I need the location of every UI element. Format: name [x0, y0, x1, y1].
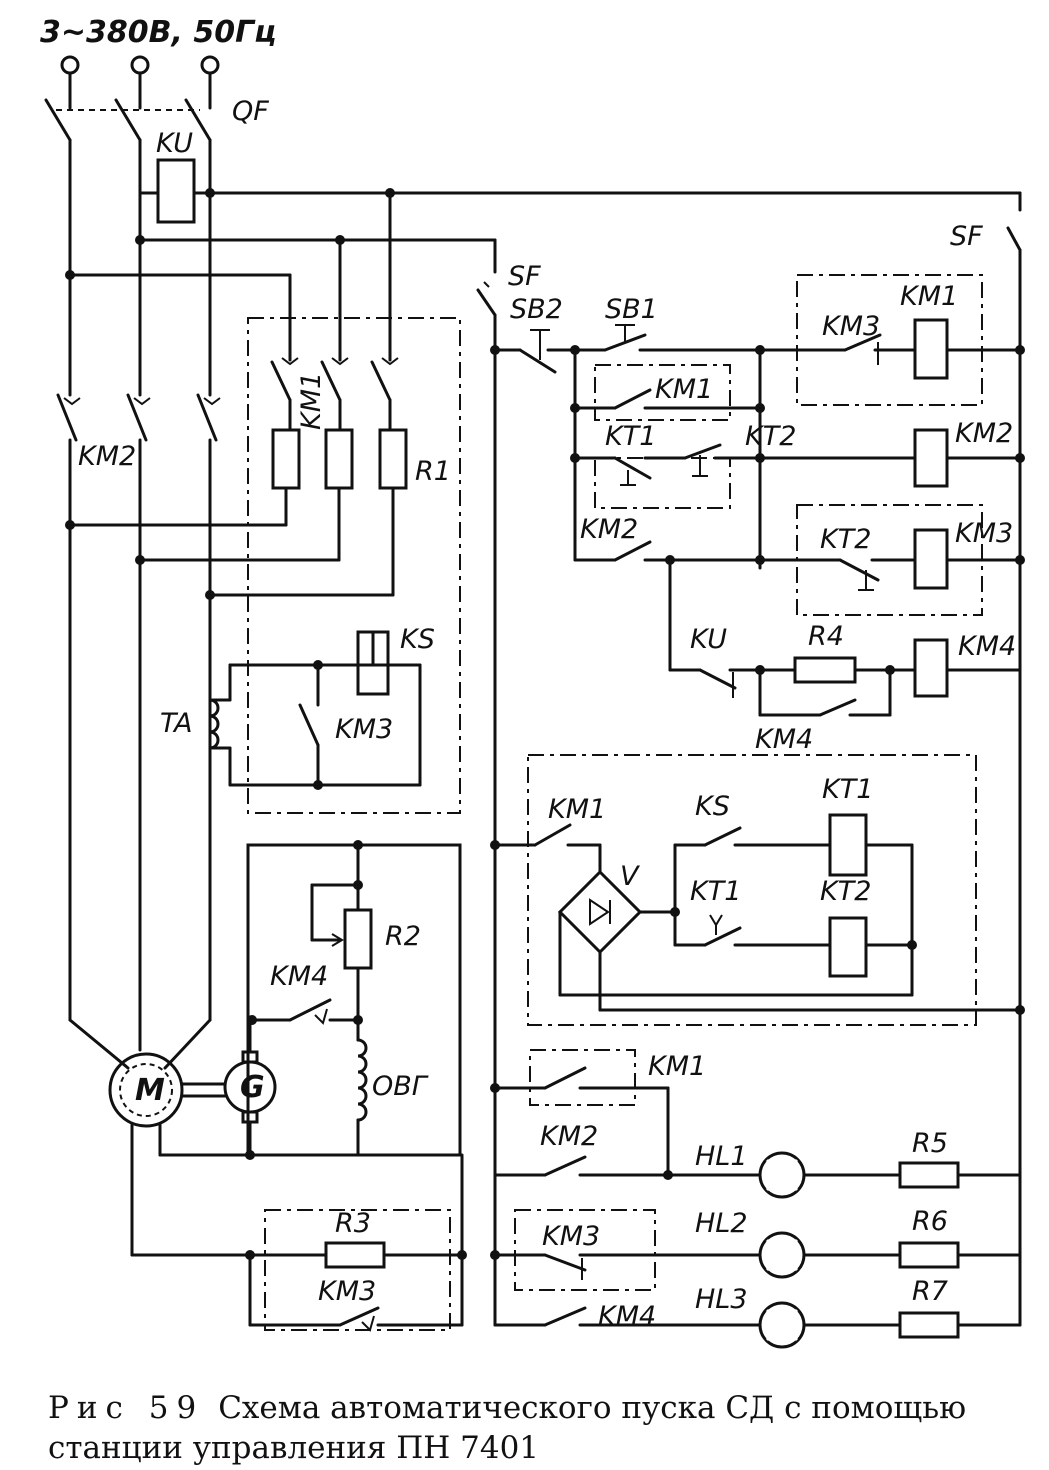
label-QF: QF	[232, 96, 269, 127]
label-KM3-ks: KM3	[335, 714, 393, 745]
exciter-field-box	[246, 843, 462, 1157]
lamp-HL3	[758, 1301, 1022, 1349]
label-SF-mid: SF	[508, 261, 541, 292]
label-V: V	[620, 861, 641, 892]
figure-number: Рис 59	[48, 1390, 205, 1426]
label-G: G	[240, 1070, 265, 1105]
label-KT2-contact: KT2	[745, 421, 796, 452]
label-R7: R7	[912, 1276, 948, 1307]
coil-KM1	[758, 318, 1025, 380]
label-SB1: SB1	[605, 294, 658, 325]
label-KM1-coil: KM1	[900, 281, 958, 312]
label-R3: R3	[335, 1208, 371, 1239]
label-KM1-timer: KM1	[548, 794, 606, 825]
field-winding-OVG	[356, 1038, 368, 1157]
label-KT1-coil: KT1	[822, 774, 873, 805]
phase-lines	[65, 138, 395, 397]
contact-KT1-KT2	[570, 428, 1025, 488]
supply-terminals	[60, 55, 220, 110]
label-KM3-coil: KM3	[955, 518, 1013, 549]
label-SB2: SB2	[510, 294, 563, 325]
label-KM4-signal: KM4	[598, 1301, 656, 1332]
exciter-generator-G	[223, 1018, 277, 1160]
contactor-KM1-power	[270, 357, 399, 432]
button-SB2	[493, 329, 577, 374]
current-transformer-TA	[208, 660, 422, 790]
relay-KT1-KT2	[673, 813, 917, 997]
label-KM3-r3: KM3	[318, 1276, 376, 1307]
synchronous-motor-M	[68, 1018, 360, 1257]
relay-KS	[356, 630, 390, 696]
label-R5: R5	[912, 1128, 948, 1159]
label-KM3-signal: KM3	[542, 1221, 600, 1252]
circuit-schematic: 3~380В, 50Гц QF KU SF SF SB2 SB1 KM2 KM1…	[40, 15, 1025, 1349]
breaker-QF	[44, 98, 212, 142]
label-SF-top: SF	[950, 221, 983, 252]
label-KT2-coil: KT2	[820, 876, 871, 907]
label-R1: R1	[415, 456, 451, 487]
lamp-HL2	[758, 1231, 1022, 1279]
label-KT2-ctrl: KT2	[820, 524, 871, 555]
label-KM2-power: KM2	[78, 441, 136, 472]
contactor-KM2-power	[56, 393, 221, 1052]
label-KM2-coil: KM2	[955, 418, 1013, 449]
label-KM2-signal: KM2	[540, 1121, 598, 1152]
box-KT-contacts	[594, 457, 731, 509]
contact-KM3-ks	[298, 663, 320, 787]
box-KM1-R1-KS	[247, 317, 461, 814]
label-KT1-timer: KT1	[690, 876, 741, 907]
label-KM1-hold: KM1	[655, 374, 713, 405]
label-KM4-coil: KM4	[958, 631, 1016, 662]
resistor-R3	[130, 1153, 467, 1332]
label-TA: TA	[160, 708, 192, 739]
label-KS-contact: KS	[695, 791, 730, 822]
coil-KM4	[668, 558, 1022, 717]
label-R2: R2	[385, 921, 421, 952]
rheostat-R2	[310, 840, 373, 1042]
label-M: M	[135, 1073, 165, 1108]
label-KM4-field: KM4	[270, 961, 328, 992]
label-KM1-signal: KM1	[648, 1051, 706, 1082]
button-SB1	[573, 324, 762, 352]
label-KU-coil: KU	[156, 128, 193, 159]
label-KM3-ctrl: KM3	[822, 311, 880, 342]
label-KM2-ctrl: KM2	[580, 514, 638, 545]
signal-circuits	[490, 1049, 762, 1327]
contact-KM1-hold	[570, 348, 765, 570]
rectifier-V	[490, 823, 1025, 1015]
box-time-relays	[527, 754, 977, 1026]
coil-KU	[156, 158, 196, 224]
label-R4: R4	[808, 621, 844, 652]
supply-label: 3~380В, 50Гц	[40, 15, 276, 50]
label-R6: R6	[912, 1206, 948, 1237]
label-KM1-power: KM1	[296, 372, 327, 430]
label-KU-ctrl: KU	[690, 624, 727, 655]
label-KT1-contact: KT1	[605, 421, 656, 452]
label-HL3: HL3	[695, 1284, 748, 1315]
contact-KM4-field	[247, 998, 363, 1025]
resistor-R1	[65, 428, 408, 600]
label-HL2: HL2	[695, 1208, 748, 1239]
control-rails	[476, 191, 1022, 1327]
label-HL1: HL1	[695, 1141, 748, 1172]
lamp-HL1	[758, 1151, 1022, 1199]
box-KM1-hold	[594, 364, 731, 421]
label-OVG: ОВГ	[372, 1071, 429, 1102]
label-KM4-hold: KM4	[755, 724, 813, 755]
coil-KM3	[758, 528, 1025, 591]
caption-text: Схема автоматического пуска СД с помощью…	[48, 1390, 967, 1466]
label-KS-coil: KS	[400, 624, 435, 655]
box-KM1-KM3	[796, 274, 983, 406]
